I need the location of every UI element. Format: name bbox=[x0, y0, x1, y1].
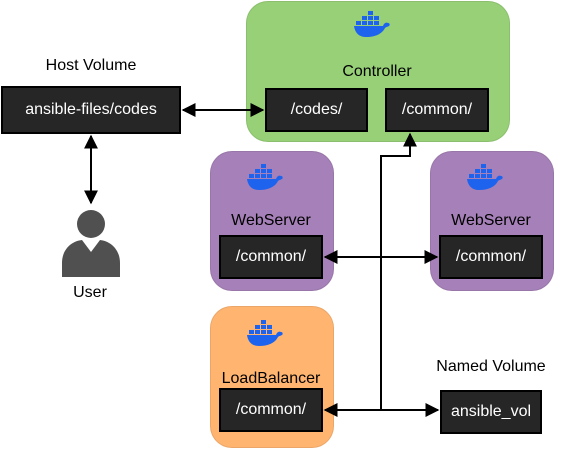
loadbalancer-common-mount: /common/ bbox=[219, 388, 323, 432]
webserver-right-title: WebServer bbox=[451, 212, 531, 229]
controller-common-mount: /common/ bbox=[385, 88, 489, 132]
host-volume-title: Host Volume bbox=[45, 57, 137, 74]
webserver-left-title: WebServer bbox=[231, 212, 311, 229]
loadbalancer-title: LoadBalancer bbox=[221, 370, 321, 387]
named-volume-title: Named Volume bbox=[436, 358, 546, 375]
host-volume-box: ansible-files/codes bbox=[1, 86, 181, 134]
controller-title: Controller bbox=[342, 63, 412, 80]
link-controller-common bbox=[380, 132, 417, 410]
user-label: User bbox=[73, 284, 107, 301]
webserver-right-common-mount: /common/ bbox=[439, 235, 543, 279]
controller-codes-mount: /codes/ bbox=[265, 88, 368, 132]
user-icon bbox=[62, 210, 120, 277]
webserver-left-common-mount: /common/ bbox=[219, 235, 323, 279]
named-volume-box: ansible_vol bbox=[440, 390, 542, 434]
